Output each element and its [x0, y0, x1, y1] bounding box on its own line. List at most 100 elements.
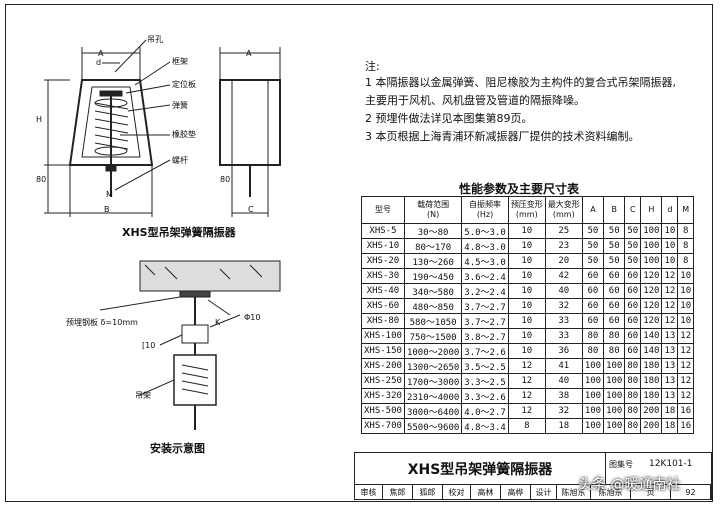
- table-header-cell: 预压变形 (mm): [507, 196, 546, 224]
- table-cell: 50: [603, 253, 626, 269]
- slab: [139, 260, 281, 292]
- table-cell: 12: [661, 283, 679, 299]
- weld-label: K: [215, 318, 221, 327]
- table-cell: 80: [624, 373, 642, 389]
- table-cell: 18: [661, 403, 679, 419]
- dim-c-label: C: [248, 205, 254, 214]
- dim-m-label: M: [106, 190, 113, 199]
- dim-d-label: d: [96, 58, 102, 67]
- title-block-cell: 校对: [443, 484, 471, 500]
- table-cell: 18: [544, 418, 583, 434]
- table-cell: 120: [640, 268, 663, 284]
- table-cell: 120: [640, 283, 663, 299]
- table-cell: 100: [640, 253, 663, 269]
- table-cell: 60: [603, 313, 626, 329]
- side-view-box: [219, 79, 281, 166]
- table-cell: 1700～3000: [403, 373, 463, 389]
- table-cell: 12: [677, 388, 695, 404]
- table-cell: 50: [581, 223, 605, 239]
- table-cell: 50: [624, 253, 642, 269]
- table-cell: XHS-30: [361, 268, 405, 284]
- table-cell: 60: [603, 298, 626, 314]
- table-cell: 3.6～2.4: [461, 268, 509, 284]
- table-cell: 50: [624, 238, 642, 254]
- table-cell: 12: [677, 328, 695, 344]
- table-cell: 3.3～2.5: [461, 373, 509, 389]
- table-cell: 12: [677, 373, 695, 389]
- table-cell: 60: [581, 283, 605, 299]
- table-cell: 12: [677, 358, 695, 374]
- title-block-cell: 92: [671, 484, 711, 500]
- table-cell: 180: [640, 373, 663, 389]
- table-cell: 1000～2000: [403, 343, 463, 359]
- table-cell: 2310～4000: [403, 388, 463, 404]
- title-block-cell: 陈旭东: [591, 484, 631, 500]
- table-cell: 5500～9600: [403, 418, 463, 434]
- table-cell: XHS-10: [361, 238, 405, 254]
- table-cell: 30～80: [403, 223, 463, 239]
- table-cell: 40: [544, 283, 583, 299]
- table-cell: 60: [624, 313, 642, 329]
- table-cell: 12: [507, 373, 546, 389]
- table-cell: 23: [544, 238, 583, 254]
- table-header-cell: 型号: [361, 196, 405, 224]
- table-cell: 32: [544, 298, 583, 314]
- table-cell: 10: [507, 253, 546, 269]
- notes-title: 注:: [365, 60, 380, 73]
- table-cell: XHS-20: [361, 253, 405, 269]
- table-cell: 16: [677, 403, 695, 419]
- dim-b-label: B: [104, 205, 110, 214]
- dim-80-label: 80: [36, 175, 47, 184]
- table-cell: 60: [581, 268, 605, 284]
- title-block-cell: 焦郎: [383, 484, 413, 500]
- table-cell: 12: [661, 268, 679, 284]
- table-cell: XHS-150: [361, 343, 405, 359]
- table-cell: 4.0～2.7: [461, 403, 509, 419]
- table-cell: XHS-200: [361, 358, 405, 374]
- table-cell: 100: [581, 358, 605, 374]
- drawing-sheet-border: [5, 4, 713, 502]
- table-cell: 60: [624, 298, 642, 314]
- table-title: 性能参数及主要尺寸表: [459, 182, 580, 196]
- table-cell: 50: [603, 238, 626, 254]
- table-cell: 200: [640, 403, 663, 419]
- table-cell: 100: [603, 373, 626, 389]
- table-cell: 50: [581, 253, 605, 269]
- table-cell: 3000～6400: [403, 403, 463, 419]
- table-cell: 42: [544, 268, 583, 284]
- table-header-cell: B: [603, 196, 626, 224]
- table-cell: 36: [544, 343, 583, 359]
- isolator-caption: XHS型吊架弹簧隔振器: [122, 226, 236, 239]
- title-block: XHS型吊架弹簧隔振器 图集号 12K101-1 审核焦郎狐郎校对高林高桦设计陈…: [354, 452, 712, 500]
- note-line-4: 3 本页根据上海青浦环新减振器厂提供的技术资料编制。: [365, 130, 640, 143]
- table-cell: XHS-500: [361, 403, 405, 419]
- table-cell: 50: [581, 238, 605, 254]
- table-cell: 80: [624, 388, 642, 404]
- table-cell: 13: [661, 373, 679, 389]
- table-cell: 10: [661, 253, 679, 269]
- table-cell: 10: [507, 328, 546, 344]
- table-cell: 8: [507, 418, 546, 434]
- table-cell: 33: [544, 313, 583, 329]
- table-cell: 80: [603, 343, 626, 359]
- rubber-pad-label: 橡胶垫: [172, 130, 196, 139]
- table-cell: XHS-80: [361, 313, 405, 329]
- screw-rod-label: 螺杆: [172, 156, 188, 165]
- table-cell: 180: [640, 388, 663, 404]
- atlas-number: 12K101-1: [649, 459, 693, 469]
- table-cell: 20: [544, 253, 583, 269]
- table-cell: 16: [677, 418, 695, 434]
- table-cell: 10: [507, 223, 546, 239]
- table-cell: 3.7～2.6: [461, 343, 509, 359]
- table-cell: 60: [581, 313, 605, 329]
- table-cell: 10: [677, 298, 695, 314]
- title-block-title: XHS型吊架弹簧隔振器: [355, 453, 606, 485]
